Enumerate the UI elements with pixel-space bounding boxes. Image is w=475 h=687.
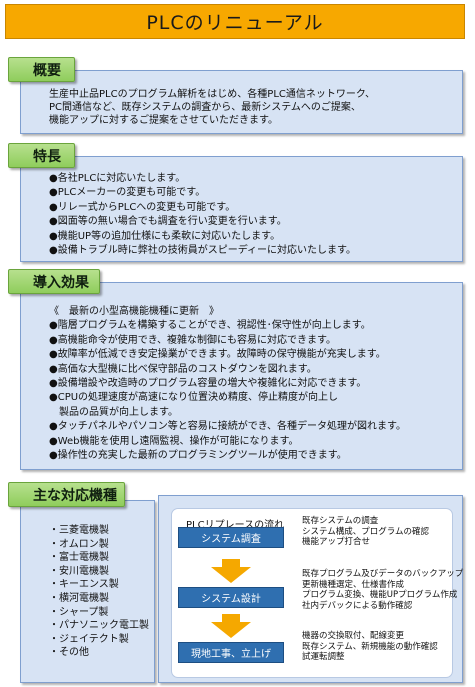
effect-item: ●階層プログラムを構築することができ、視認性･保守性が向上します。 <box>49 320 371 332</box>
features-panel: ●各社PLCに対応いたします。 ●PLCメーカーの変更も可能です。 ●リレー式か… <box>20 156 463 262</box>
flow-step-design: システム設計 <box>178 587 284 608</box>
flow-desc-line: プログラム変換、機能UPプログラム作成 <box>302 590 458 600</box>
flow-step-survey-desc: 既存システムの調査 システム構成、プログラムの確認 機能アップ打合せ <box>302 516 429 548</box>
flow-desc-line: 更新機種選定、仕様書作成 <box>302 579 405 590</box>
effect-item: ●高機能命令が使用でき、複雑な制御にも容易に対応できます。 <box>49 334 337 346</box>
model-item: ・パナソニック電工製 <box>49 620 149 632</box>
effect-item: ●故障率が低減でき安定操業ができます。故障時の保守機能が充実します。 <box>49 349 386 361</box>
flow-desc-line: 機能アップ打合せ <box>302 537 371 547</box>
effect-item: ●操作性の充実した最新のプログラミングツールが使用できます。 <box>49 450 347 462</box>
effects-panel: 《 最新の小型高機能機種に更新 》 ●階層プログラムを構築することができ、視認性… <box>20 282 463 470</box>
model-item: ・三菱電機製 <box>49 525 109 536</box>
flow-desc-line: 既存システム、新規機能の動作確認 <box>302 641 438 652</box>
feature-item: ●機能UP等の追加仕様にも柔軟に対応いたします。 <box>49 230 281 242</box>
feature-item: ●図面等の無い場合でも調査を行い変更を行います。 <box>49 216 287 228</box>
model-item: ・シャープ製 <box>49 606 109 618</box>
flow-desc-line: 社内デバックによる動作確認 <box>302 600 413 611</box>
page-title: PLCのリニューアル <box>5 4 465 39</box>
feature-item: ●設備トラブル時に弊社の技術員がスピーディーに対応いたします。 <box>49 245 357 257</box>
model-item: ・横河電機製 <box>49 592 109 604</box>
feature-item: ●PLCメーカーの変更も可能です。 <box>49 187 206 199</box>
flow-desc-line: システム構成、プログラムの確認 <box>302 526 429 537</box>
flow-down-arrow-icon <box>211 614 251 638</box>
model-item: ・その他 <box>49 647 89 659</box>
section-heading-features: 特長 <box>8 143 75 168</box>
effect-item: ●高価な大型機に比べ保守部品のコストダウンを図れます。 <box>49 363 317 375</box>
overview-line: 生産中止品PLCのプログラム解析をはじめ、各種PLC通信ネットワーク、 <box>49 89 375 100</box>
flow-title: PLCリプレースの流れ <box>186 520 285 531</box>
model-item: ・ジェイテクト製 <box>49 633 129 645</box>
replacement-flow-diagram: PLCリプレースの流れ システム調査 既存システムの調査 システム構成、プログラ… <box>171 508 463 678</box>
model-item: ・富士電機製 <box>49 552 109 564</box>
section-heading-models: 主な対応機種 <box>8 482 125 507</box>
effect-item: ●タッチパネルやパソコン等と容易に接続ができ、各種データ処理が図れます。 <box>49 421 407 433</box>
section-heading-overview: 概要 <box>8 57 75 82</box>
model-item: ・安川電機製 <box>49 565 109 577</box>
feature-item: ●リレー式からPLCへの変更も可能です。 <box>49 201 236 213</box>
flow-desc-line: 既存プログラム及びデータのバックアップ <box>302 569 464 579</box>
flow-step-installation-desc: 機器の交換取付、配線変更 既存システム、新規機能の動作確認 試運転調整 <box>302 631 438 663</box>
flow-step-survey: システム調査 <box>178 527 284 548</box>
models-panel: ・三菱電機製 ・オムロン製 ・富士電機製 ・安川電機製 ・キーエンス製 ・横河電… <box>20 500 155 683</box>
replacement-flow-panel: PLCリプレースの流れ システム調査 既存システムの調査 システム構成、プログラ… <box>158 495 463 683</box>
effect-item: ●CPUの処理速度が高速になり位置決め精度、停止精度が向上し <box>49 392 339 404</box>
flow-step-installation: 現地工事、立上げ <box>178 642 284 663</box>
feature-item: ●各社PLCに対応いたします。 <box>49 173 186 184</box>
flow-desc-line: 試運転調整 <box>302 652 345 662</box>
flow-step-design-desc: 既存プログラム及びデータのバックアップ 更新機種選定、仕様書作成 プログラム変換… <box>302 569 463 611</box>
model-item: ・オムロン製 <box>49 538 109 550</box>
effect-item: ●Web機能を使用し遠隔監視、操作が可能になります。 <box>49 435 299 447</box>
effects-intro: 《 最新の小型高機能機種に更新 》 <box>49 306 219 317</box>
effect-item: ●設備増設や改造時のプログラム容量の増大や複雑化に対応できます。 <box>49 378 367 390</box>
section-heading-effects: 導入効果 <box>8 269 100 294</box>
flow-desc-line: 機器の交換取付、配線変更 <box>302 631 405 641</box>
model-item: ・キーエンス製 <box>49 579 119 591</box>
flow-down-arrow-icon <box>211 559 251 583</box>
overview-panel: 生産中止品PLCのプログラム解析をはじめ、各種PLC通信ネットワーク、 PC間通… <box>20 70 463 134</box>
flow-desc-line: 既存システムの調査 <box>302 516 379 526</box>
overview-line: 機能アップに対するご提案をさせていただきます。 <box>49 115 278 126</box>
effect-item: 製品の品質が向上します。 <box>59 406 178 418</box>
overview-line: PC間通信など、既存システムの調査から、最新システムへのご提案、 <box>49 102 361 113</box>
